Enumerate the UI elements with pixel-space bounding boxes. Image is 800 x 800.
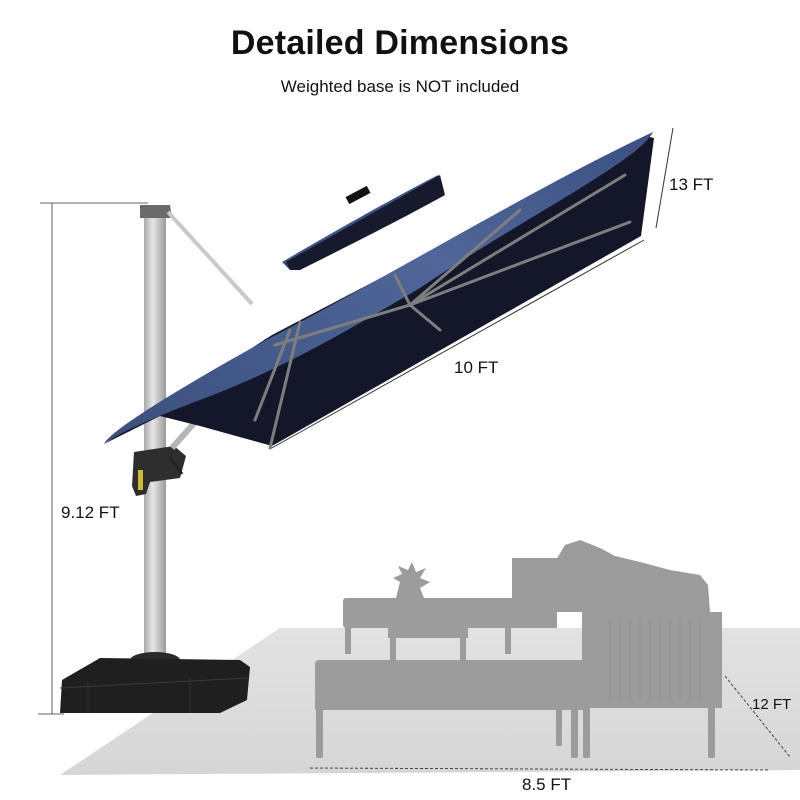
total-height-label: 9.12 FT xyxy=(61,503,120,522)
canopy-width-label: 13 FT xyxy=(669,175,714,194)
umbrella-canopy xyxy=(104,132,654,450)
coverage-depth-label: 12 FT xyxy=(752,696,792,713)
page-title: Detailed Dimensions xyxy=(230,24,570,62)
umbrella-pole-and-base xyxy=(59,205,271,713)
furniture-silhouette xyxy=(315,540,722,758)
canopy-length-label: 10 FT xyxy=(454,358,499,377)
dimension-lines xyxy=(38,127,791,771)
page-subtitle: Weighted base is NOT included xyxy=(280,77,520,96)
coverage-width-label: 8.5 FT xyxy=(522,775,572,794)
